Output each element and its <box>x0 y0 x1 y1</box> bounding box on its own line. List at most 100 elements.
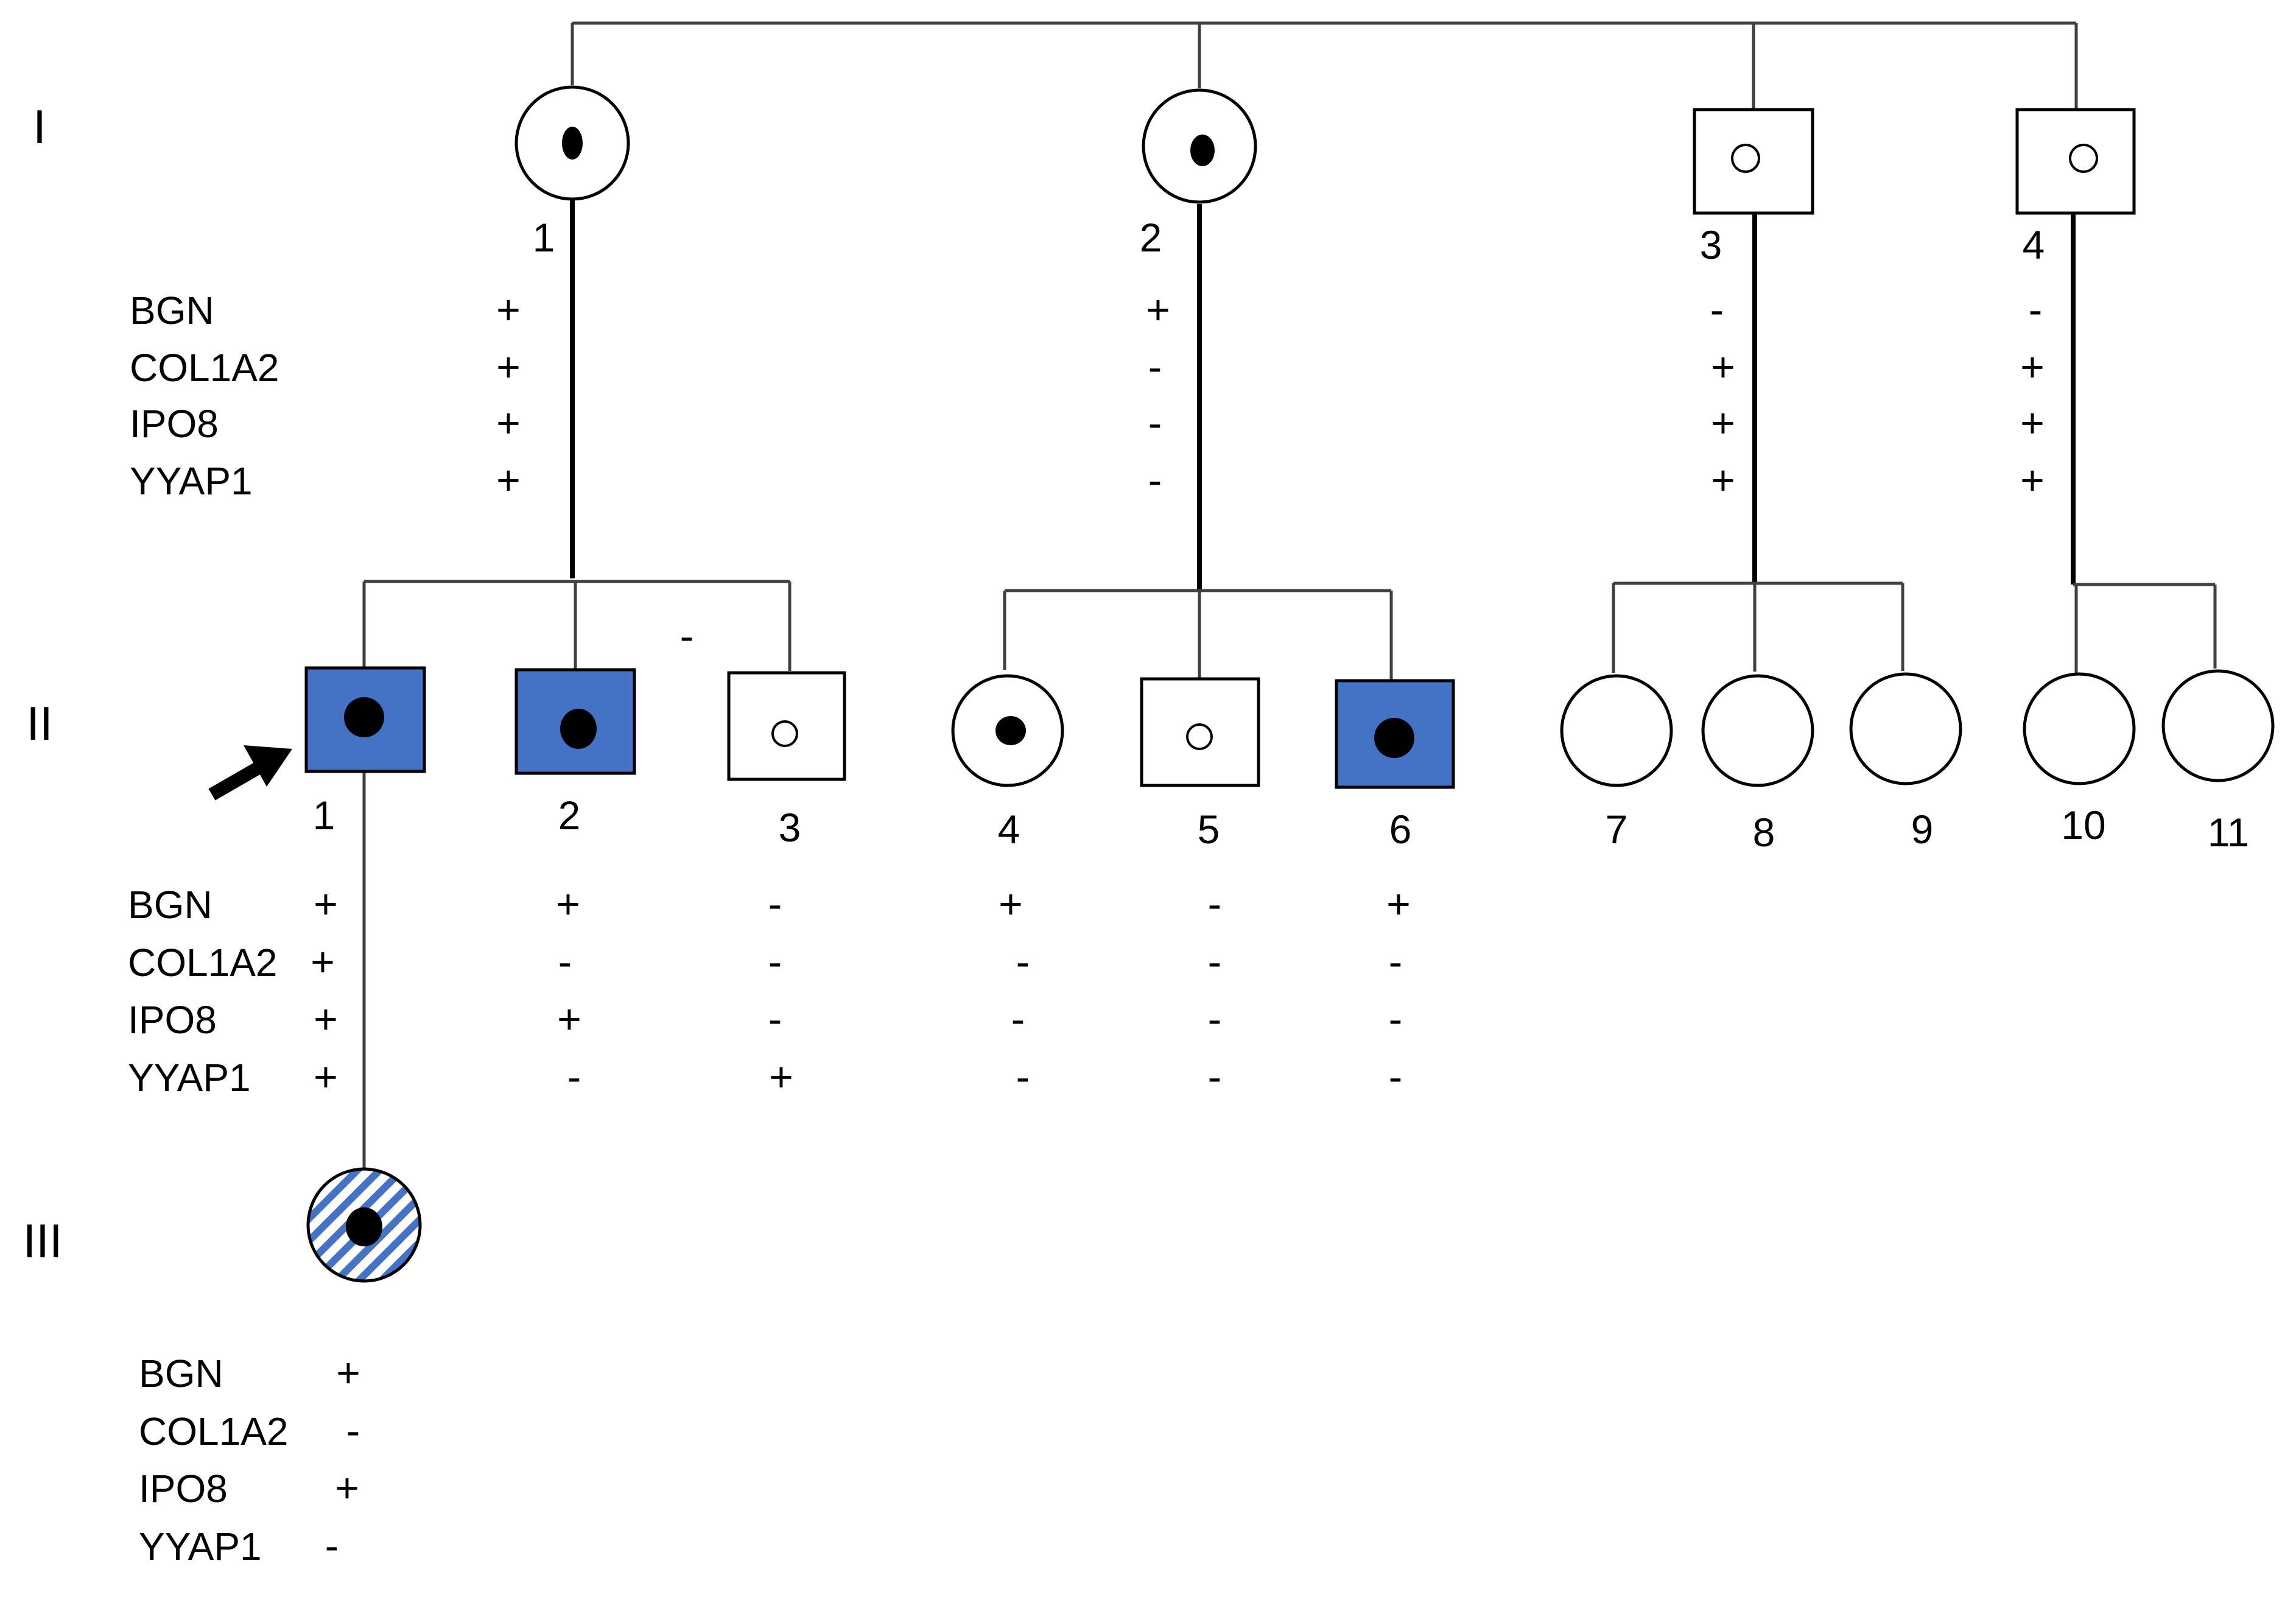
genotype-sign: + <box>314 881 338 927</box>
id-label-II-11: 11 <box>2208 810 2250 855</box>
genotype-sign: + <box>2020 344 2045 390</box>
individual-II-9 <box>1849 672 1962 785</box>
genotype-sign: - <box>1148 400 1162 446</box>
genotype-sign: - <box>1148 457 1162 504</box>
individual-II-4 <box>951 674 1064 787</box>
individual-II-7 <box>1560 674 1673 787</box>
genotype-sign: + <box>1386 881 1411 927</box>
gene-label-yyap1: YYAP1 <box>130 459 253 503</box>
id-label-II-10: 10 <box>2061 802 2105 848</box>
genotype-sign: + <box>1711 400 1735 446</box>
individual-II-6 <box>1335 679 1455 789</box>
marker-labels-gen-III: BGN COL1A2 IPO8 YYAP1 <box>139 1352 288 1568</box>
generation-label-III: III <box>23 1214 62 1268</box>
pedigree-lines <box>362 21 2217 1168</box>
genotype-sign: + <box>336 1350 360 1396</box>
gene-label-ipo8: IPO8 <box>128 998 217 1042</box>
gene-label-col1a2: COL1A2 <box>130 346 279 390</box>
genotype-sign: + <box>314 996 338 1042</box>
genotype-II-6: + - - - <box>1386 881 1411 1100</box>
genotype-sign: - <box>1011 996 1025 1042</box>
individual-II-3 <box>727 671 846 781</box>
id-label-II-3: 3 <box>779 805 801 850</box>
genotype-sign: - <box>325 1523 339 1569</box>
id-label-I-2: 2 <box>1140 215 1162 260</box>
genotype-sign: - <box>1389 939 1403 985</box>
genotype-sign: - <box>1208 996 1222 1042</box>
genotype-sign: - <box>1389 996 1403 1042</box>
genotype-sign: + <box>496 457 521 504</box>
genotype-sign: + <box>314 1054 338 1100</box>
gene-label-yyap1: YYAP1 <box>139 1525 262 1568</box>
genotype-sign: - <box>1208 881 1222 927</box>
genotype-III-1: + - + - <box>325 1350 360 1569</box>
marker-labels-gen-I: BGN COL1A2 IPO8 YYAP1 <box>130 289 279 503</box>
genotype-sign: + <box>2020 457 2045 504</box>
genotype-sign: + <box>1711 457 1735 504</box>
gene-label-ipo8: IPO8 <box>130 402 219 446</box>
genotype-II-1: + + + + <box>311 881 338 1100</box>
genotype-sign: + <box>335 1465 359 1511</box>
genotype-II-5: - - - - <box>1208 881 1222 1100</box>
individual-I-3 <box>1693 108 1814 215</box>
gene-label-ipo8: IPO8 <box>139 1467 228 1511</box>
genotype-I-2: + - - - <box>1146 287 1170 504</box>
genotype-sign: - <box>768 939 782 985</box>
genotype-sign: + <box>1711 344 1735 390</box>
genotype-sign: - <box>2029 287 2043 333</box>
genotype-sign: + <box>1146 287 1170 333</box>
id-label-II-2: 2 <box>558 793 581 838</box>
individual-II-1 <box>304 666 426 773</box>
gene-label-bgn: BGN <box>139 1352 223 1396</box>
individual-I-2 <box>1142 88 1257 204</box>
genotype-sign: - <box>1148 344 1162 390</box>
genotype-II-3: - - - + <box>768 881 793 1100</box>
genotype-sign: - <box>1389 1054 1403 1100</box>
genotype-sign: + <box>999 881 1023 927</box>
individual-I-4 <box>2015 108 2136 215</box>
genotype-I-4: - + + + <box>2020 287 2045 504</box>
gene-label-yyap1: YYAP1 <box>128 1056 251 1100</box>
id-label-II-6: 6 <box>1389 807 1412 852</box>
generation-label-II: II <box>26 697 52 750</box>
id-label-II-5: 5 <box>1198 807 1220 852</box>
individual-II-5 <box>1140 677 1260 787</box>
genotype-sign: + <box>556 881 580 927</box>
genotype-II-2: + - + - <box>556 881 581 1100</box>
genotype-sign: + <box>496 400 521 446</box>
id-label-II-4: 4 <box>998 807 1020 852</box>
genotype-sign: + <box>2020 400 2045 446</box>
id-label-II-8: 8 <box>1753 810 1775 855</box>
individual-II-11 <box>2161 669 2275 782</box>
genotype-II-4: + - - - <box>999 881 1030 1100</box>
genotype-sign: + <box>496 287 521 333</box>
id-label-I-4: 4 <box>2023 222 2045 267</box>
genotype-sign: - <box>768 996 782 1042</box>
genotype-sign: + <box>769 1054 793 1100</box>
stray-dash: - <box>680 613 694 659</box>
gene-label-col1a2: COL1A2 <box>128 941 277 985</box>
genotype-sign: - <box>1016 1054 1030 1100</box>
genotype-sign: - <box>1208 939 1222 985</box>
genotype-sign: - <box>346 1408 360 1454</box>
individual-II-8 <box>1701 674 1814 787</box>
genotype-sign: - <box>567 1054 581 1100</box>
marker-labels-gen-II: BGN COL1A2 IPO8 YYAP1 <box>128 883 277 1100</box>
individual-II-10 <box>2023 672 2136 785</box>
generation-label-I: I <box>33 100 46 153</box>
individual-I-1 <box>514 85 630 201</box>
genotype-sign: - <box>1710 287 1724 333</box>
genotype-sign: + <box>557 996 581 1042</box>
id-label-II-1: 1 <box>313 793 335 838</box>
genotype-sign: - <box>1208 1054 1222 1100</box>
id-label-I-1: 1 <box>533 215 555 260</box>
genotype-I-3: - + + + <box>1710 287 1735 504</box>
genotype-sign: - <box>1016 939 1030 985</box>
proband-arrow-icon <box>208 745 292 801</box>
genotype-sign: - <box>768 881 782 927</box>
genotype-sign: + <box>496 344 521 390</box>
gene-label-bgn: BGN <box>128 883 212 927</box>
individual-II-2 <box>514 668 636 775</box>
gene-label-col1a2: COL1A2 <box>139 1410 288 1453</box>
